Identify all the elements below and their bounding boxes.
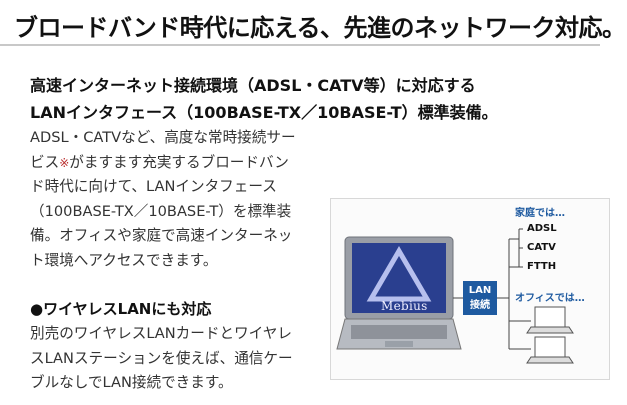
- lan-description-line: ド時代に向けて、LANインタフェース: [30, 178, 277, 195]
- lan-description-line: ビス※がますます充実するブロードバン: [30, 151, 330, 176]
- wireless-description-line: スLANステーションを使えば、通信ケー: [30, 349, 293, 367]
- title-divider: [0, 44, 600, 46]
- lan-badge-line: LAN: [468, 285, 492, 296]
- network-diagram-graphics: [336, 228, 574, 364]
- wireless-description: 別売のワイヤレスLANカードとワイヤレ スLANステーションを使えば、通信ケー …: [30, 322, 330, 396]
- home-item-ftth: FTTH: [527, 261, 557, 272]
- page-title: ブロードバンド時代に応える、先進のネットワーク対応。: [14, 13, 626, 42]
- network-diagram: Mebius LAN 接続 家庭では… ADSL CATV FTTH オフィスで…: [330, 198, 610, 380]
- section-heading-line-1: 高速インターネット接続環境（ADSL・CATV等）に対応する: [30, 76, 476, 95]
- text-fragment: ビス: [30, 153, 60, 171]
- lan-badge-line: 接続: [470, 300, 490, 311]
- office-computer-2: [526, 336, 574, 364]
- text-fragment: がますます充実するブロードバン: [69, 153, 289, 171]
- lan-description-line: ADSL・CATVなど、高度な常時接続サー: [30, 129, 296, 146]
- office-label: オフィスでは…: [515, 293, 585, 304]
- wireless-heading: ●ワイヤレスLANにも対応: [30, 300, 212, 318]
- section-heading-line-2: LANインタフェース（100BASE-TX／10BASE-T）標準装備。: [30, 103, 498, 122]
- wireless-description-line: 別売のワイヤレスLANカードとワイヤレ: [30, 325, 292, 342]
- laptop-illustration: [336, 236, 462, 350]
- connection-lines: [453, 238, 531, 350]
- lan-connection-badge: LAN 接続: [463, 281, 497, 315]
- lan-description: ADSL・CATVなど、高度な常時接続サー ビス※がますます充実するブロードバン…: [30, 126, 330, 273]
- office-computer-1: [526, 306, 574, 334]
- home-item-adsl: ADSL: [527, 223, 557, 234]
- laptop-brand-label: Mebius: [381, 299, 428, 313]
- lan-description-line: ト環境へアクセスできます。: [30, 251, 218, 269]
- home-label: 家庭では…: [515, 208, 565, 219]
- lan-description-line: （100BASE-TX／10BASE-T）を標準装: [30, 202, 292, 220]
- footnote-mark: ※: [59, 155, 70, 170]
- section-heading: 高速インターネット接続環境（ADSL・CATV等）に対応する LANインタフェー…: [30, 72, 610, 126]
- home-item-catv: CATV: [527, 242, 556, 253]
- lan-description-line: 備。オフィスや家庭で高速インターネッ: [30, 227, 293, 244]
- wireless-description-line: ブルなしでLAN接続できます。: [30, 374, 233, 391]
- home-bracket: [518, 228, 523, 268]
